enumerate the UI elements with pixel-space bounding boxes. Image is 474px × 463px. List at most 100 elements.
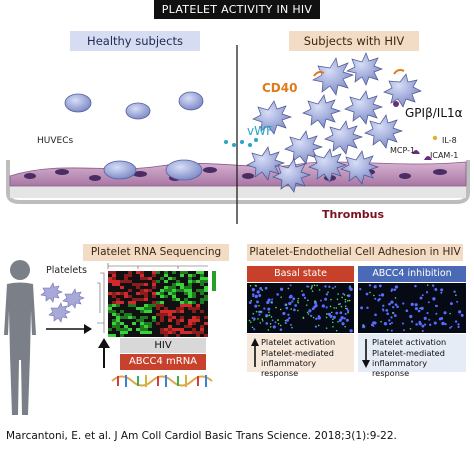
platelet-dot [348, 299, 351, 302]
basal-dots [248, 284, 353, 333]
platelet-dot [335, 329, 338, 332]
platelet-dot [380, 320, 382, 323]
heatmap-cell [164, 328, 168, 331]
heatmap-cell [176, 298, 180, 301]
heatmap-cell [156, 322, 160, 325]
heatmap-cell [196, 280, 200, 283]
vwf-label: vWF [247, 124, 273, 138]
nucleus-dot [453, 290, 456, 293]
heatmap-cell [168, 277, 172, 280]
platelet-dot [270, 301, 273, 304]
nucleus-dot [332, 315, 336, 319]
heatmap-cell [120, 292, 124, 295]
nucleus-dot [390, 290, 393, 292]
heatmap-cell [140, 331, 144, 334]
platelet-dot [269, 326, 272, 328]
heatmap-cell [140, 310, 144, 313]
heatmap-cell [180, 304, 184, 307]
receptor-markers [393, 101, 432, 160]
heatmap-cell [148, 310, 152, 313]
heatmap-cell [112, 274, 116, 277]
abcc4-dots [359, 284, 464, 332]
nucleus-dot [392, 306, 395, 309]
abcc4-image [358, 283, 466, 333]
platelet-dot [330, 311, 333, 314]
heatmap-cell [128, 328, 132, 331]
heatmap-cell [156, 271, 160, 274]
heatmap-cell [132, 316, 136, 319]
platelet-dot [301, 290, 303, 292]
heatmap-cell [136, 319, 140, 322]
nucleus-dot [258, 313, 261, 316]
heatmap-cell [112, 304, 116, 307]
nucleus-dot [427, 301, 430, 304]
nucleus-dot [423, 316, 427, 320]
heatmap-cell [172, 286, 176, 289]
platelet-dot [332, 318, 334, 321]
heatmap-cell [116, 298, 120, 301]
heatmap-cell [136, 292, 140, 295]
heatmap-cell [196, 331, 200, 334]
heatmap-cell [204, 277, 208, 280]
platelet-dot [265, 315, 268, 318]
basal-line2: Platelet-mediated inflammatory response [261, 348, 334, 378]
heatmap-cell [136, 283, 140, 286]
platelet-dot [314, 300, 317, 303]
platelet-dot [344, 325, 346, 328]
nucleus-dot [421, 324, 425, 328]
nucleus-dot [457, 323, 460, 326]
heatmap-cell [124, 277, 128, 280]
platelet-dot [409, 328, 412, 330]
heatmap-cell [160, 319, 164, 322]
heatmap-cell [180, 289, 184, 292]
nucleus-dot [443, 311, 447, 315]
heatmap-cell [196, 316, 200, 319]
platelet-dot [310, 287, 313, 290]
nucleus-dot [342, 292, 345, 295]
platelet-dot [394, 297, 397, 299]
nucleus-dot [319, 299, 322, 302]
mrna-strand [111, 375, 213, 387]
platelet-dot [310, 286, 313, 289]
platelet-dot [337, 303, 340, 306]
platelet-dot [340, 305, 343, 308]
nucleus-dot [372, 321, 376, 325]
heatmap-cell [124, 274, 128, 277]
nucleus-dot [276, 293, 279, 296]
heatmap-cell [196, 307, 200, 310]
nucleus-dot [372, 325, 375, 327]
nucleus-dot [385, 309, 389, 312]
icam1-label: ICAM-1 [430, 151, 459, 160]
nucleus-dot [287, 313, 290, 316]
heatmap-cell [108, 292, 112, 295]
heatmap-cell [188, 292, 192, 295]
nucleus-dot [440, 291, 443, 294]
heatmap-cell [112, 292, 116, 295]
nucleus-dot [349, 329, 353, 333]
rna-heatmap [97, 263, 216, 337]
nucleus-dot [293, 308, 296, 312]
platelet-dot [297, 309, 299, 312]
heatmap-cell [116, 292, 120, 295]
cd40-label: CD40 [262, 81, 298, 95]
nucleus-dot [425, 291, 429, 294]
heatmap-cell [136, 271, 140, 274]
down-arrow-small [362, 339, 370, 368]
nucleus-dot [292, 297, 296, 301]
heatmap-cell [144, 277, 148, 280]
nucleus-dot [335, 311, 339, 315]
heatmap-cell [108, 307, 112, 310]
platelet-dot [332, 287, 334, 289]
nucleus-dot [432, 297, 436, 301]
heatmap-cell [120, 322, 124, 325]
heatmap-cell [200, 289, 204, 292]
nucleus-dot [457, 325, 460, 329]
nucleus-dot [279, 328, 283, 331]
heatmap-cell [108, 328, 112, 331]
heatmap-cell [176, 319, 180, 322]
heatmap-cell [204, 322, 208, 325]
nucleus-dot [410, 320, 414, 323]
platelet-dot [335, 307, 338, 309]
nucleus-dot [329, 314, 333, 318]
platelet-dot [391, 312, 394, 314]
